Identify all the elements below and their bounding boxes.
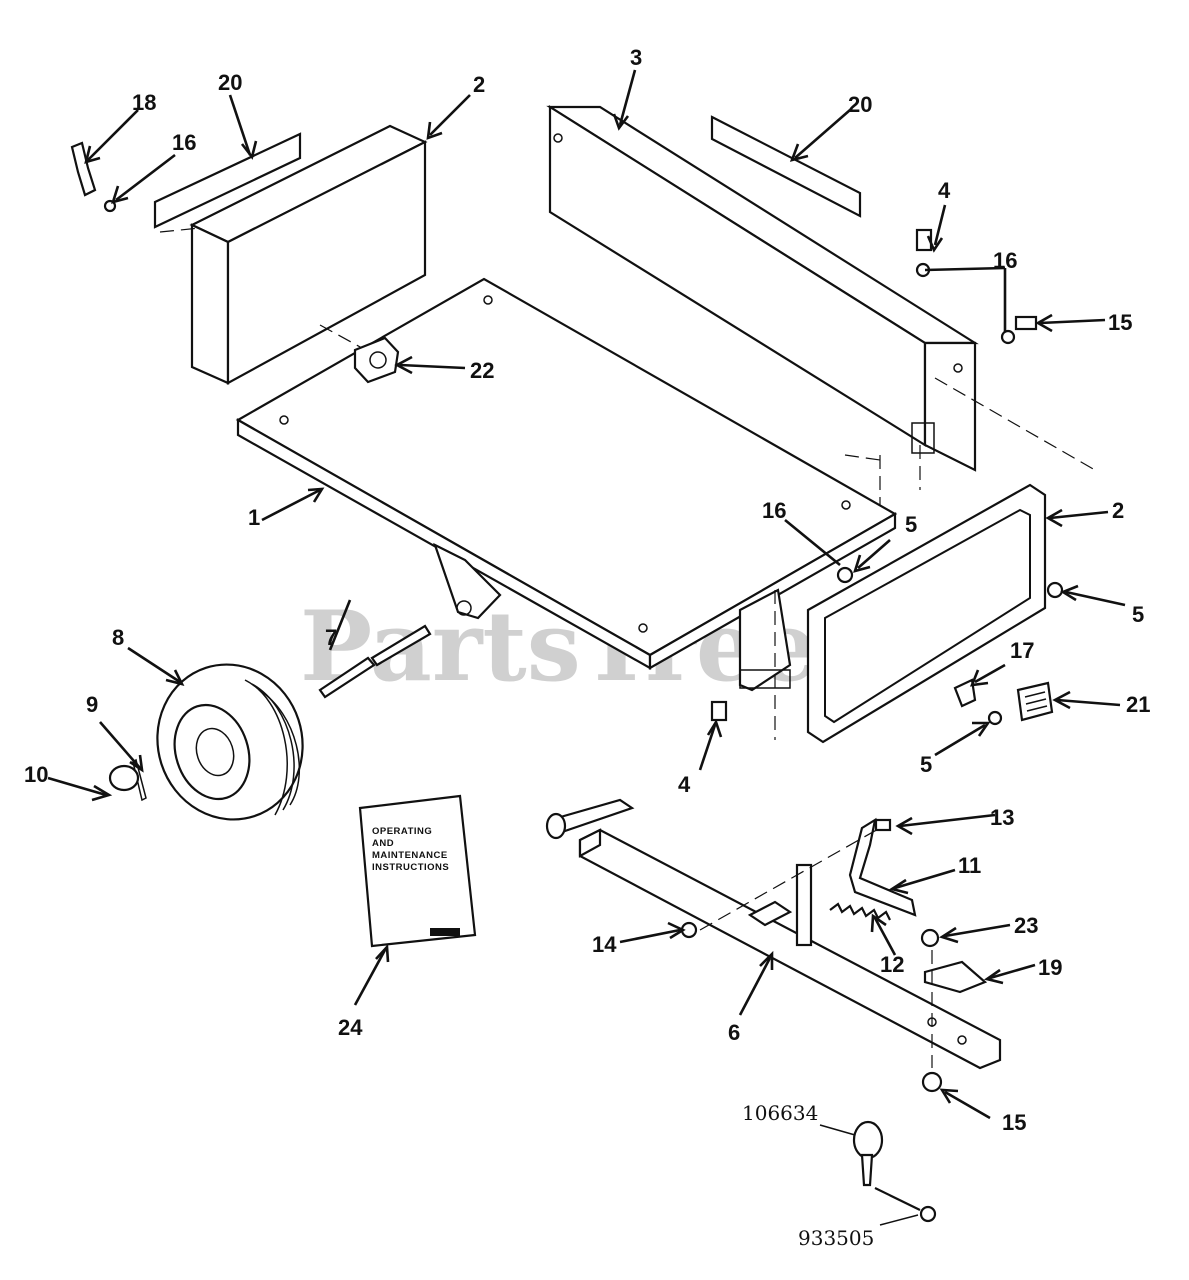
washer-right [1000, 329, 1016, 345]
bolt-lower [710, 700, 728, 722]
callout-5-right: 5 [1132, 602, 1144, 627]
callout-12: 12 [880, 952, 904, 977]
wheel [156, 663, 304, 821]
callout-2-left: 2 [473, 72, 485, 97]
callout-3: 3 [630, 45, 642, 70]
callout-4-top: 4 [938, 178, 951, 203]
spring [829, 902, 891, 921]
callout-14: 14 [592, 932, 617, 957]
part-number-hitch-pin: 106634 [742, 1101, 818, 1125]
callout-7: 7 [325, 625, 337, 650]
callout-9: 9 [86, 692, 98, 717]
tailgate-frame [806, 483, 1047, 744]
manual-line-3: MAINTENANCE [372, 850, 448, 861]
callout-8: 8 [112, 625, 124, 650]
axle-cap [108, 764, 140, 792]
nut-lower [987, 710, 1003, 726]
callout-4-bottom: 4 [678, 772, 691, 797]
washer-left [103, 199, 117, 213]
callout-arrows [47, 69, 1126, 1226]
callout-23: 23 [1014, 913, 1038, 938]
bolt-13 [874, 818, 892, 832]
bolt-23 [920, 928, 940, 948]
part-number-hairpin-clip: 933505 [798, 1226, 874, 1250]
callout-10: 10 [24, 762, 48, 787]
nut-gate [1046, 581, 1064, 599]
callout-16-top: 16 [993, 248, 1017, 273]
side-latch [70, 141, 97, 197]
callout-18: 18 [132, 90, 156, 115]
callout-16-center: 16 [762, 498, 786, 523]
callout-5-center: 5 [905, 512, 917, 537]
callout-24: 24 [338, 1015, 363, 1040]
cart-bed [235, 277, 921, 740]
manual-line-4: INSTRUCTIONS [372, 862, 449, 873]
callout-21: 21 [1126, 692, 1150, 717]
nut-15-lower [921, 1071, 943, 1093]
bolt-right [1014, 315, 1038, 331]
callout-22: 22 [470, 358, 494, 383]
operating-manual: OPERATING AND MAINTENANCE INSTRUCTIONS [358, 794, 477, 948]
manual-line-1: OPERATING [372, 826, 432, 837]
left-side-panel [159, 124, 428, 385]
callout-1: 1 [248, 505, 260, 530]
callout-15-bottom: 15 [1002, 1110, 1026, 1135]
axle-pins [318, 624, 432, 699]
callout-5-lower: 5 [920, 752, 932, 777]
callout-20-left: 20 [218, 70, 242, 95]
callout-17: 17 [1010, 638, 1034, 663]
callout-20-right: 20 [848, 92, 872, 117]
callout-13: 13 [990, 805, 1014, 830]
latch-assembly [353, 336, 400, 384]
right-decal [710, 115, 862, 218]
hitch-arm [848, 817, 917, 917]
hitch-bracket [923, 960, 988, 994]
callout-2-right: 2 [1112, 498, 1124, 523]
manual-line-2: AND [372, 838, 394, 849]
hitch-pin [852, 1120, 884, 1187]
rear-panel [546, 105, 1096, 472]
tow-tongue [545, 798, 1002, 1070]
callout-6: 6 [728, 1020, 740, 1045]
callout-11: 11 [958, 853, 981, 878]
callout-16-left: 16 [172, 130, 196, 155]
callout-15-top: 15 [1108, 310, 1132, 335]
nut-center [836, 566, 854, 584]
callout-labels: 1 2 2 3 4 4 5 5 5 6 7 8 9 10 11 12 13 14… [24, 45, 1150, 1250]
callout-19: 19 [1038, 955, 1062, 980]
hairpin-clip [874, 1187, 937, 1223]
